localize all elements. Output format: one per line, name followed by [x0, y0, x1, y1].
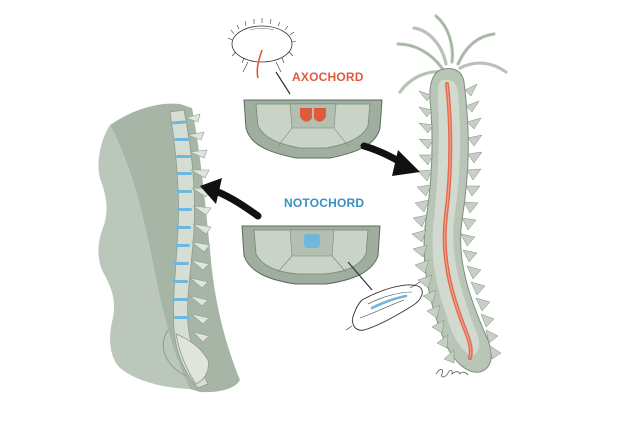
sacrum [175, 333, 209, 385]
annelid-worm-with-axochord [396, 14, 508, 378]
worm-parapodia-right [460, 83, 502, 360]
pelvis-curve [163, 329, 187, 377]
torso-back-face [110, 103, 240, 393]
arrow-axochord-to-worm [360, 142, 420, 176]
larva-pointer-line [275, 71, 291, 95]
axochord-cross-section [243, 99, 383, 159]
axochord-muscle [300, 108, 326, 122]
larva-sketch-bottom [345, 261, 423, 331]
larva-sketch-top [227, 18, 297, 95]
notochord-label: NOTOCHORD [284, 196, 365, 210]
larva-notochord [370, 294, 408, 310]
notochord-rod [304, 234, 320, 248]
artist-signature [435, 369, 469, 378]
arrow-notochord-to-human [200, 178, 262, 220]
torso-body [98, 125, 190, 389]
axochord-section-band [289, 103, 337, 129]
worm-parapodia-left [411, 90, 455, 364]
worm-inner-core [432, 79, 480, 356]
notochord-cross-section [241, 225, 381, 285]
axochord-label: AXOCHORD [292, 70, 364, 84]
larva-cilia [227, 18, 297, 73]
larva-pointer-line-bottom [347, 261, 373, 291]
human-torso-with-spine [98, 103, 240, 393]
intervertebral-discs [172, 120, 192, 319]
